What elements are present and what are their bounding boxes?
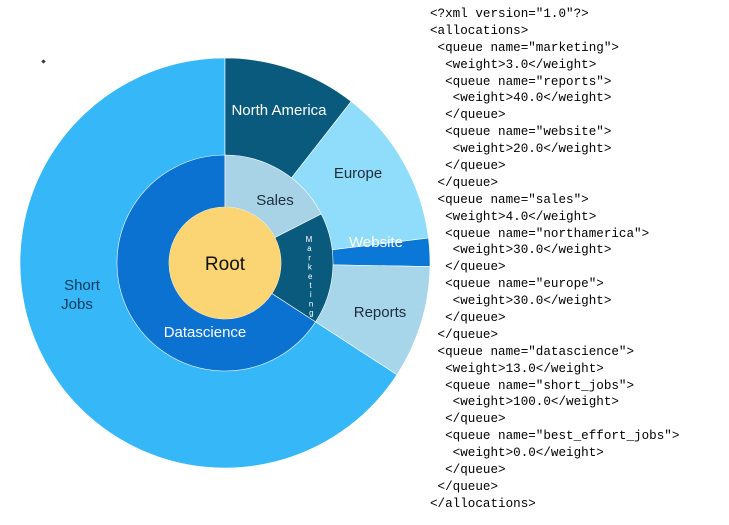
xml-line: </queue> <box>430 108 506 123</box>
xml-line: <queue name="datascience"> <box>430 344 635 359</box>
xml-line: <weight>40.0</weight> <box>430 91 612 106</box>
xml-line: <weight>4.0</weight> <box>430 209 597 224</box>
xml-allocation-config: <?xml version="1.0"?> <allocations> <queu… <box>430 6 725 513</box>
label-short-jobs-line2: Jobs <box>61 296 93 313</box>
label-website: Website <box>349 234 403 251</box>
xml-line: <allocations> <box>430 23 529 38</box>
xml-line: <queue name="europe"> <box>430 277 604 292</box>
xml-line: <weight>100.0</weight> <box>430 395 619 410</box>
xml-line: </queue> <box>430 159 506 174</box>
xml-line: </queue> <box>430 479 499 494</box>
xml-line: <?xml version="1.0"?> <box>430 7 589 21</box>
xml-line: </queue> <box>430 175 499 190</box>
segment-root <box>169 207 281 319</box>
xml-line: </allocations> <box>430 496 536 511</box>
xml-line: </queue> <box>430 412 506 427</box>
xml-line: <queue name="best_effort_jobs"> <box>430 429 680 444</box>
xml-line: <weight>0.0</weight> <box>430 446 604 461</box>
label-sales: Sales <box>256 192 294 209</box>
xml-line: </queue> <box>430 327 499 342</box>
xml-line: <queue name="reports"> <box>430 74 612 89</box>
xml-line: <queue name="northamerica"> <box>430 226 650 241</box>
xml-line: </queue> <box>430 311 506 326</box>
xml-line: <weight>30.0</weight> <box>430 294 612 309</box>
xml-line: <weight>20.0</weight> <box>430 142 612 157</box>
label-short-jobs-line1: Short <box>64 277 101 294</box>
xml-line: <queue name="website"> <box>430 125 612 140</box>
label-europe: Europe <box>334 165 382 182</box>
label-reports: Reports <box>354 304 407 321</box>
xml-line: <weight>30.0</weight> <box>430 243 612 258</box>
xml-line: <weight>13.0</weight> <box>430 361 604 376</box>
xml-line: <queue name="sales"> <box>430 192 589 207</box>
xml-line: <weight>3.0</weight> <box>430 57 597 72</box>
xml-line: <queue name="short_jobs"> <box>430 378 635 393</box>
label-datascience: Datascience <box>164 324 247 341</box>
xml-line: <queue name="marketing"> <box>430 40 619 55</box>
xml-line: </queue> <box>430 260 506 275</box>
label-root: Root <box>205 254 246 275</box>
label-north-america: North America <box>231 102 327 119</box>
xml-line: </queue> <box>430 463 506 478</box>
